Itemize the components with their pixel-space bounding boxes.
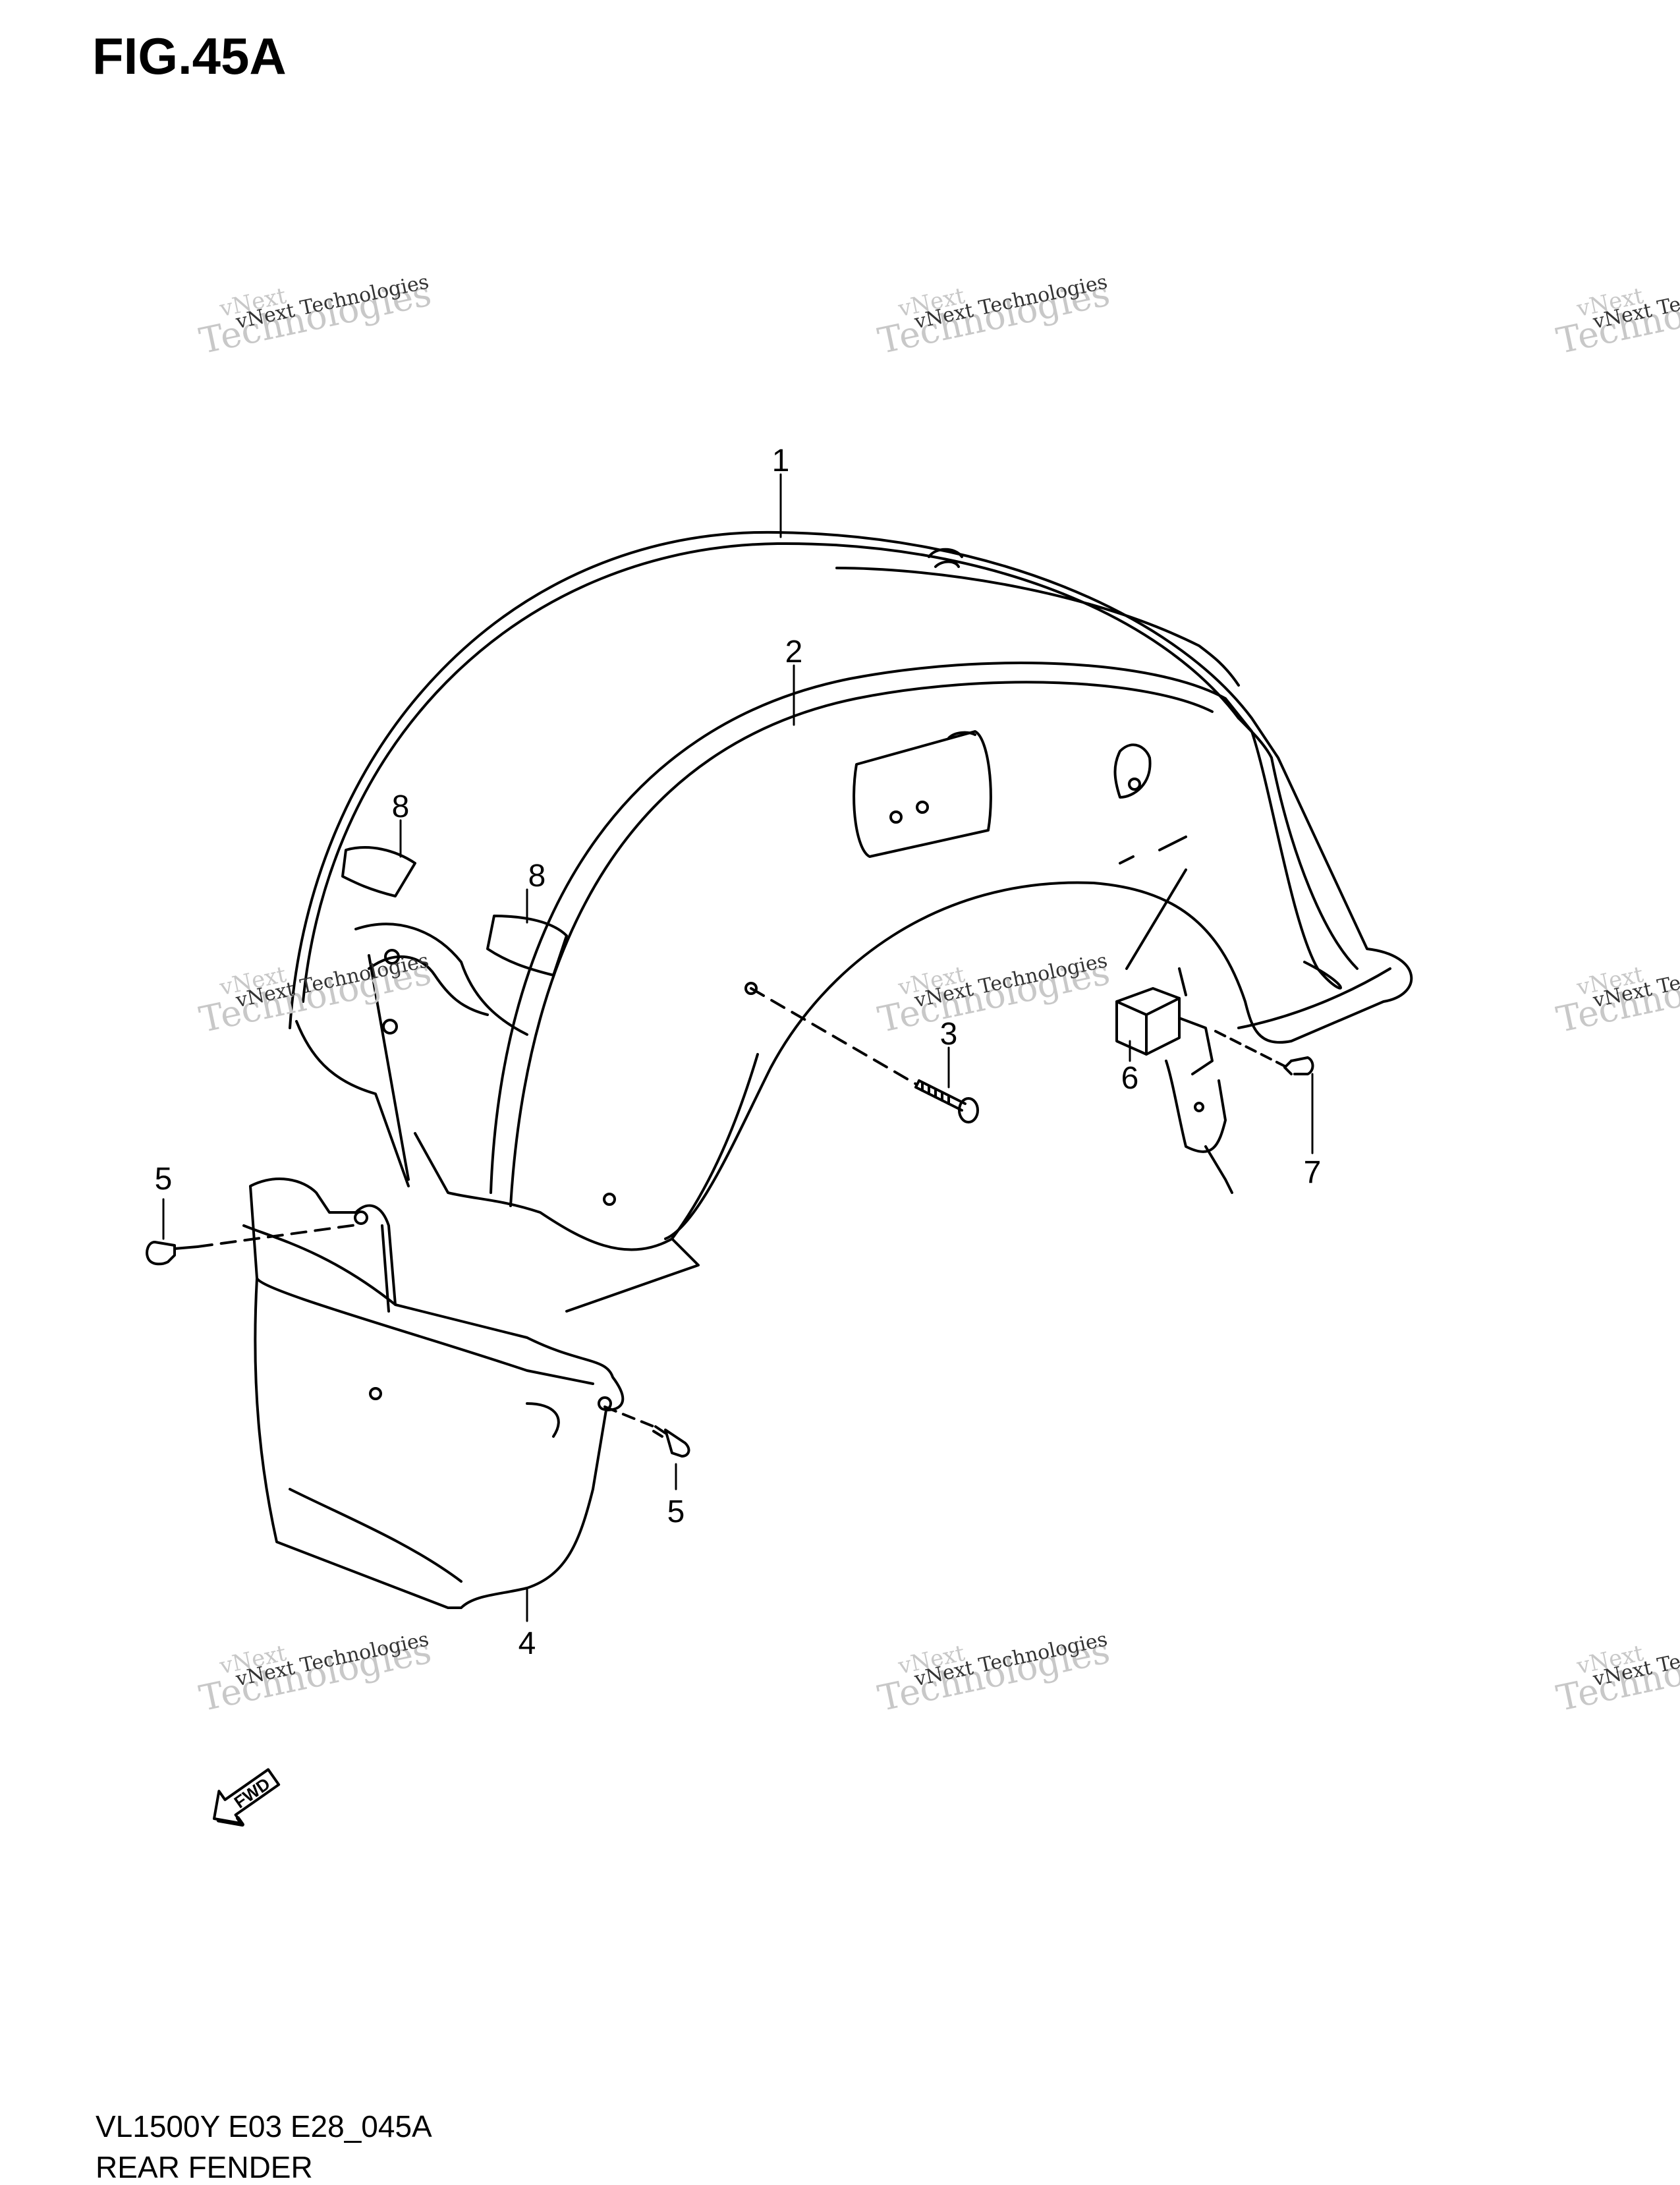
pad-part-8-right: [486, 915, 568, 977]
latch-assembly-part-6: [1115, 868, 1233, 1194]
inner-fender-part-2: [490, 662, 1342, 1207]
callout-8-right: 8: [528, 859, 546, 894]
callout-5-lower: 5: [667, 1494, 685, 1529]
callout-7: 7: [1304, 1155, 1322, 1190]
rear-flap-part-4: [242, 1178, 625, 1609]
rear-fender-part-1: [289, 530, 1413, 1240]
callout-8-left: 8: [392, 789, 410, 824]
callout-numbers: 1 2 3 4 5 5 6 7 8 8: [155, 443, 1322, 1661]
bolt-part-3: [750, 987, 979, 1123]
callout-6: 6: [1121, 1061, 1139, 1096]
callout-1: 1: [772, 443, 790, 478]
figure-title: FIG.45A: [92, 27, 287, 85]
part-name: REAR FENDER: [96, 2150, 313, 2184]
screw-part-7: [1214, 1030, 1314, 1075]
leader-lines: [162, 473, 1314, 1622]
fwd-direction-arrow: FWD: [213, 1768, 281, 1827]
callout-5-upper: 5: [155, 1162, 173, 1197]
fender-skirt-panel: [295, 922, 759, 1313]
pad-part-8-left: [341, 846, 416, 897]
bolt-part-5-lower: [603, 1405, 690, 1458]
bolt-part-5-upper: [146, 1223, 362, 1266]
model-code: VL1500Y E03 E28_045A: [96, 2109, 432, 2143]
callout-3: 3: [940, 1017, 958, 1052]
callout-4: 4: [518, 1626, 536, 1661]
callout-2: 2: [785, 635, 803, 669]
